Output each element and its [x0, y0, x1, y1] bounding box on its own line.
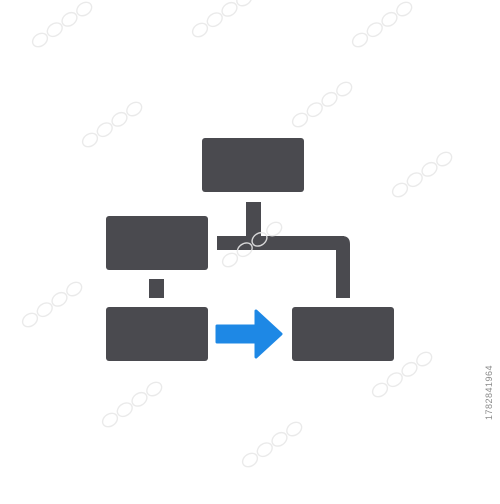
arrow-right-icon [215, 309, 283, 359]
left-node [106, 216, 208, 270]
connector-horizontal [217, 236, 344, 250]
bottom-right-node [292, 307, 394, 361]
connector-left-stem [149, 279, 164, 298]
bottom-left-node [106, 307, 208, 361]
stock-id-label: 1782841964 [484, 364, 494, 420]
top-node [202, 138, 304, 192]
connector-right-elbow [330, 236, 350, 298]
connector-top-stem [246, 202, 261, 236]
